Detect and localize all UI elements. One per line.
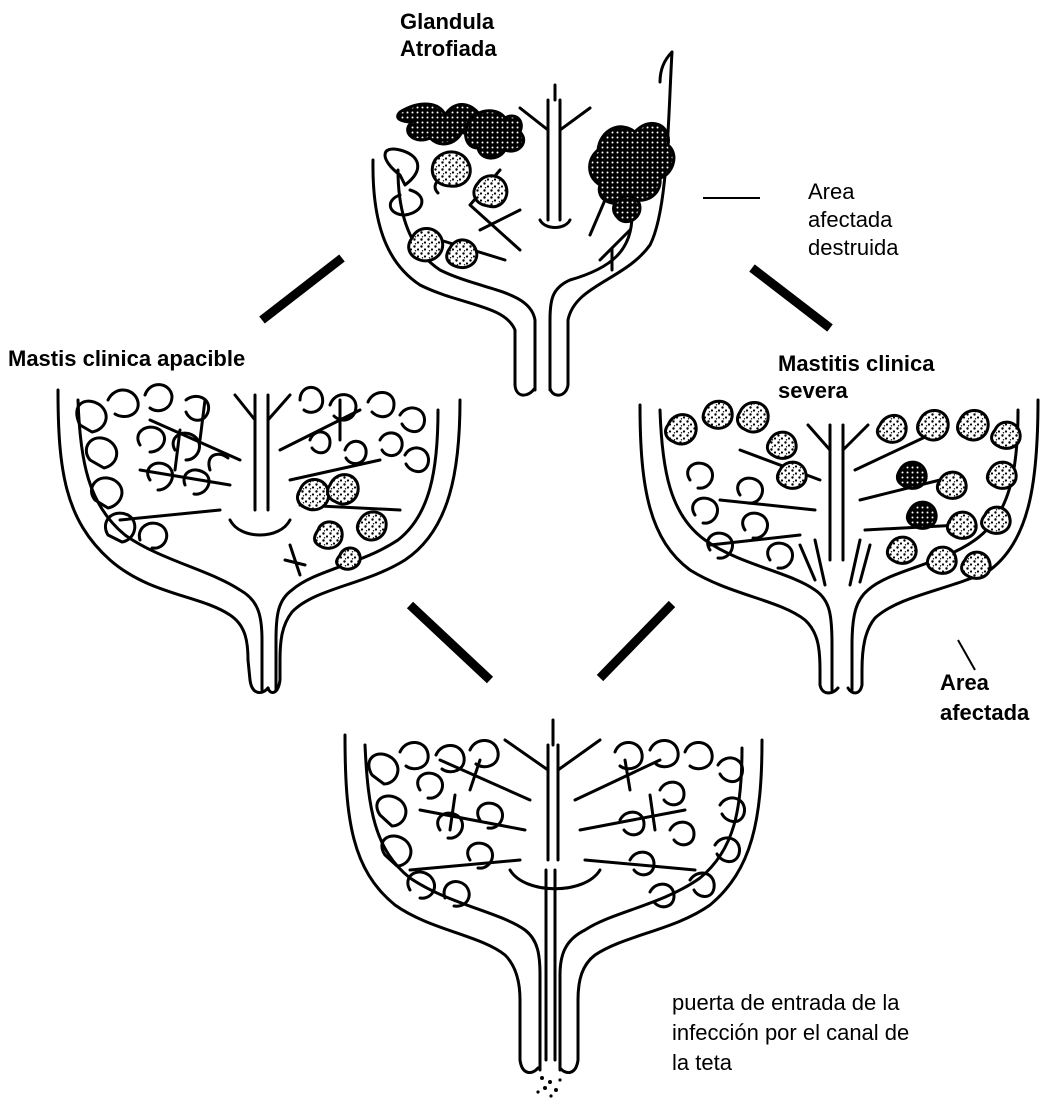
mild-mastitis-gland	[58, 385, 460, 693]
severe-mastitis-title: Mastitis clinica severa	[778, 350, 935, 404]
atrophied-gland-title: Glandula Atrofiada	[400, 8, 497, 62]
arrow-left-to-top	[262, 258, 342, 320]
bacteria-dots-icon	[536, 1076, 561, 1098]
entry-caption: puerta de entrada de la infección por el…	[672, 988, 909, 1078]
affected-area-label: Area afectada	[940, 668, 1029, 728]
affected-area-pointer	[958, 640, 975, 670]
atrophied-gland	[373, 52, 674, 395]
arrow-bottom-to-right	[600, 604, 672, 678]
arrow-top-to-right	[752, 268, 830, 328]
destroyed-area-label: Area afectada destruida	[808, 178, 899, 262]
mild-mastitis-title: Mastis clinica apacible	[8, 345, 245, 372]
arrow-bottom-to-left	[410, 605, 490, 680]
severe-mastitis-gland	[640, 400, 1038, 693]
